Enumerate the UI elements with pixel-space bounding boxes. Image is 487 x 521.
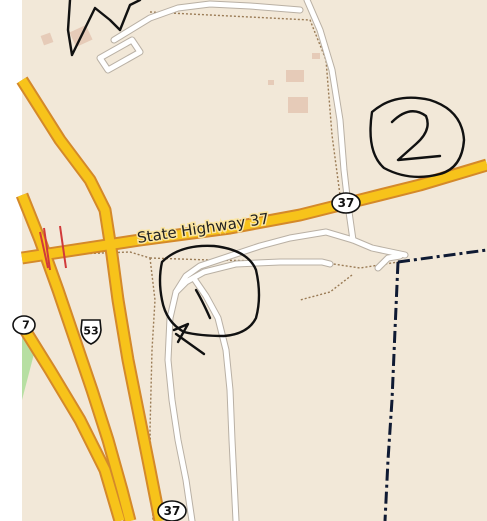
building xyxy=(268,80,274,85)
svg-text:37: 37 xyxy=(338,196,355,210)
arrow-annotation xyxy=(172,288,212,356)
bridge-markers xyxy=(39,225,67,271)
left-border xyxy=(0,0,22,521)
scribble-top xyxy=(66,0,142,57)
shield-left-partial[interactable]: 7 xyxy=(12,315,36,335)
highway-ramp xyxy=(18,322,125,521)
building xyxy=(286,70,304,82)
shield-sh37-top[interactable]: 37 xyxy=(331,192,361,214)
ink-annotations xyxy=(66,0,466,356)
svg-text:7: 7 xyxy=(22,319,30,332)
building xyxy=(288,97,308,113)
highway-sh37 xyxy=(21,160,487,263)
circled-two-outline xyxy=(369,96,466,179)
building xyxy=(40,32,54,46)
boundary-line xyxy=(383,248,487,521)
building xyxy=(312,53,320,59)
shield-us53[interactable]: 53 xyxy=(80,319,102,345)
circled-two-glyph xyxy=(390,110,442,162)
circle-annotation xyxy=(158,244,261,338)
svg-text:53: 53 xyxy=(83,325,98,338)
highway-us53-east xyxy=(18,77,165,521)
svg-text:37: 37 xyxy=(164,504,181,518)
minor-roads xyxy=(97,0,408,521)
shield-sh37-bottom[interactable]: 37 xyxy=(157,500,187,521)
